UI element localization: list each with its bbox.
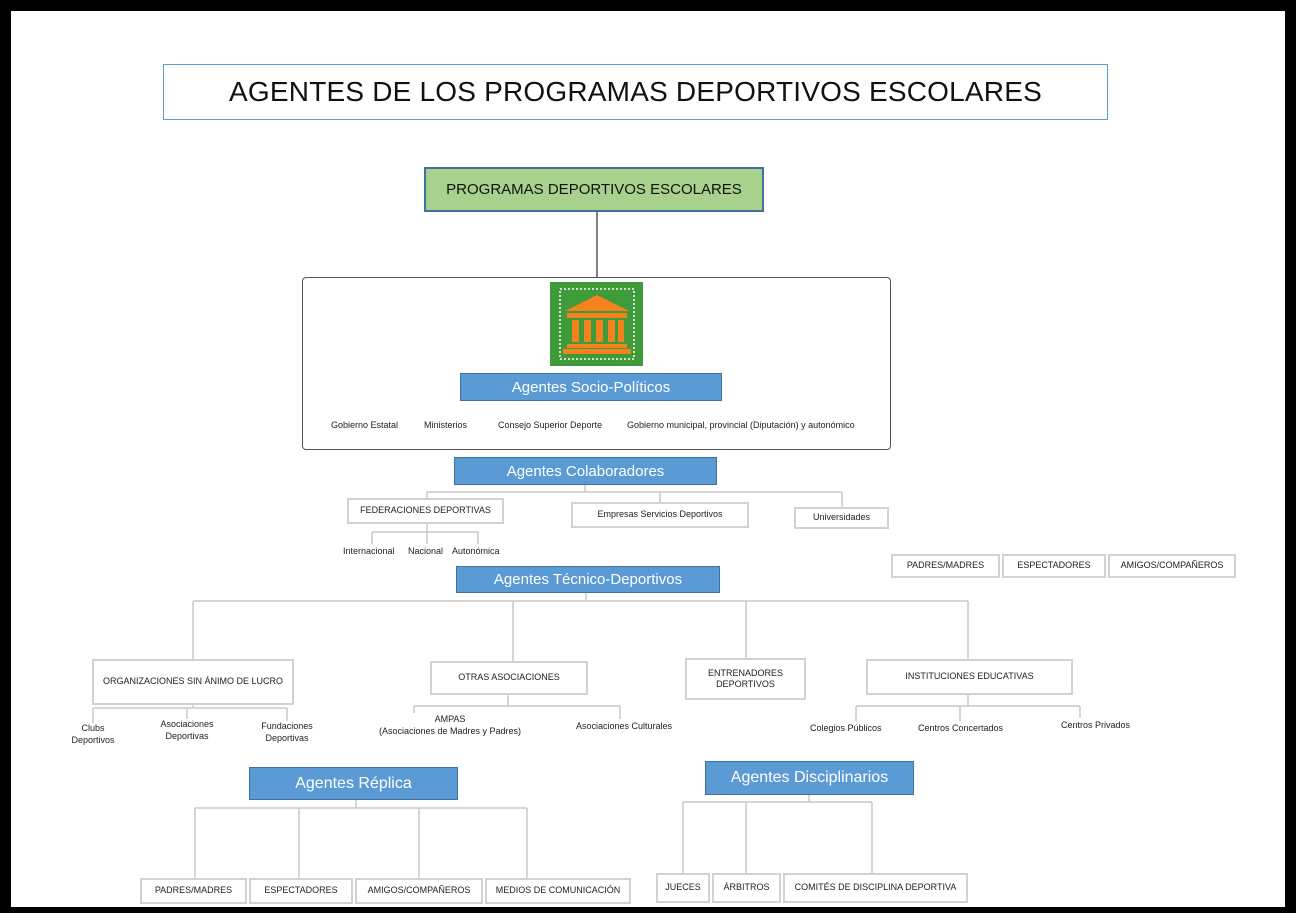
inst-item-colegios: Colegios Públicos — [810, 723, 882, 733]
disciplinarios-arbitros: ÁRBITROS — [712, 873, 781, 903]
org-item-asociaciones: Asociaciones Deportivas — [160, 719, 214, 741]
socio-item-gobierno-estatal: Gobierno Estatal — [331, 420, 399, 430]
org-item-clubs: Clubs Deportivos — [71, 723, 115, 745]
organizaciones-box: ORGANIZACIONES SIN ÁNIMO DE LUCRO — [92, 659, 294, 705]
otras-item-culturales: Asociaciones Culturales — [576, 721, 673, 731]
replica-amigos-companeros: AMIGOS/COMPAÑEROS — [355, 878, 483, 904]
instituciones-box: INSTITUCIONES EDUCATIVAS — [866, 659, 1073, 695]
otras-asociaciones-box: OTRAS ASOCIACIONES — [430, 661, 588, 695]
floating-amigos-companeros: AMIGOS/COMPAÑEROS — [1108, 554, 1236, 578]
root-node: PROGRAMAS DEPORTIVOS ESCOLARES — [424, 167, 764, 212]
federacion-autonomica: Autonómica — [452, 546, 500, 556]
tecnico-deportivos-label: Agentes Técnico-Deportivos — [456, 566, 720, 593]
entrenadores-box: ENTRENADORES DEPORTIVOS — [685, 658, 806, 700]
disciplinarios-comites: COMITÉS DE DISCIPLINA DEPORTIVA — [783, 873, 968, 903]
org-item-fundaciones: Fundaciones Deportivas — [261, 721, 313, 743]
replica-espectadores: ESPECTADORES — [249, 878, 353, 904]
replica-label: Agentes Réplica — [249, 767, 458, 800]
universidades-box: Universidades — [794, 507, 889, 529]
disciplinarios-jueces: JUECES — [656, 873, 710, 903]
socio-item-ministerios: Ministerios — [424, 420, 468, 430]
empresas-box: Empresas Servicios Deportivos — [571, 502, 749, 528]
federaciones-box: FEDERACIONES DEPORTIVAS — [347, 498, 504, 524]
inst-item-concertados: Centros Concertados — [918, 723, 1004, 733]
government-building-icon — [550, 282, 643, 366]
socio-politicos-label: Agentes Socio-Políticos — [460, 373, 722, 401]
disciplinarios-label: Agentes Disciplinarios — [705, 761, 914, 795]
colaboradores-label: Agentes Colaboradores — [454, 457, 717, 485]
floating-espectadores: ESPECTADORES — [1002, 554, 1106, 578]
diagram-title: AGENTES DE LOS PROGRAMAS DEPORTIVOS ESCO… — [163, 64, 1108, 120]
replica-padres-madres: PADRES/MADRES — [140, 878, 247, 904]
otras-item-ampas: AMPAS (Asociaciones de Madres y Padres) — [378, 714, 522, 736]
socio-item-consejo-superior: Consejo Superior Deporte — [498, 420, 603, 430]
floating-padres-madres: PADRES/MADRES — [891, 554, 1000, 578]
replica-medios-comunicacion: MEDIOS DE COMUNICACIÓN — [485, 878, 631, 904]
inst-item-privados: Centros Privados — [1061, 720, 1131, 730]
socio-item-gobierno-municipal: Gobierno municipal, provincial (Diputaci… — [627, 420, 855, 430]
federacion-nacional: Nacional — [408, 546, 444, 556]
federacion-internacional: Internacional — [343, 546, 395, 556]
